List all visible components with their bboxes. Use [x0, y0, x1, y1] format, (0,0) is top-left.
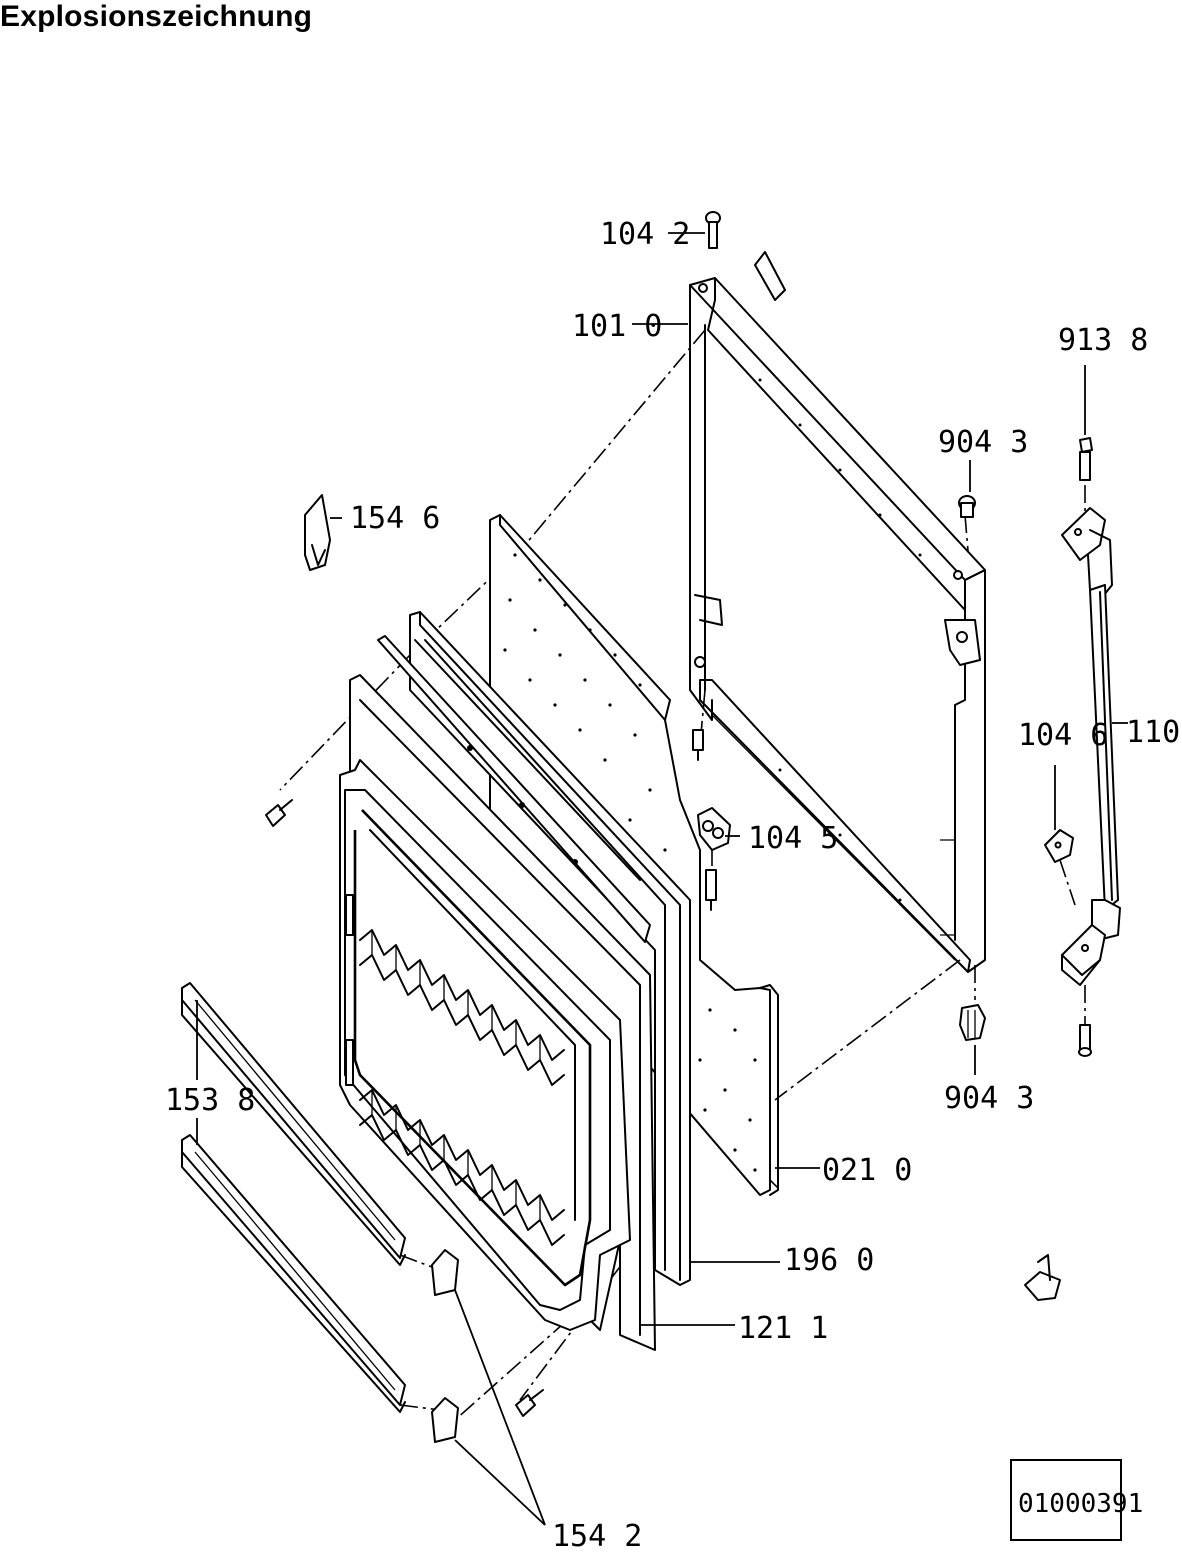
callout-104-5: 104 5 — [748, 821, 838, 856]
drawing-number-box: 01000391 — [1010, 1459, 1143, 1541]
rear-frame-101-0 — [689, 277, 986, 973]
cap-904-3-bottom — [959, 1004, 986, 1041]
leader-lines — [196, 232, 1128, 1526]
screw-icon — [705, 869, 717, 911]
callout-196-0: 196 0 — [784, 1243, 874, 1278]
callout-110-0: 110 0 — [1126, 715, 1182, 750]
callout-154-2: 154 2 — [552, 1519, 642, 1553]
callout-154-6: 154 6 — [350, 501, 440, 536]
hinge-part-icon — [1024, 1254, 1061, 1301]
screw-icon — [692, 729, 704, 761]
cap-904-3-top — [958, 495, 976, 518]
callout-104-6: 104 6 — [1018, 718, 1108, 753]
trim-strips-153-8 — [181, 982, 406, 1413]
callout-153-8: 153 8 — [165, 1083, 255, 1118]
callout-101-0: 101 0 — [572, 309, 662, 344]
screw-icon — [1079, 437, 1093, 481]
callout-021-0: 021 0 — [822, 1153, 912, 1188]
seal-strip — [377, 635, 651, 943]
callout-104-2: 104 2 — [600, 217, 690, 252]
callout-904-3-top: 904 3 — [938, 425, 1028, 460]
callout-121-1: 121 1 — [738, 1311, 828, 1346]
callout-904-3-bottom: 904 3 — [944, 1081, 1034, 1116]
callout-labels: 104 2 101 0 913 8 904 3 154 6 104 6 110 … — [165, 217, 1182, 1553]
drawing-number: 01000391 — [1018, 1489, 1143, 1519]
screw-icon — [265, 799, 293, 827]
callout-913-8: 913 8 — [1058, 323, 1148, 358]
block-104-6 — [1044, 829, 1074, 863]
hinge-plate-104-5 — [697, 807, 731, 851]
gasket-frame-196-0 — [409, 611, 691, 1286]
screw-icon — [1078, 1024, 1092, 1057]
bracket-154-6 — [304, 494, 331, 571]
screw-icon — [515, 1389, 544, 1417]
inner-door-121-1 — [339, 674, 656, 1351]
screw-icon — [705, 211, 721, 249]
label-plate — [754, 251, 786, 301]
page-title: Explosionszeichnung — [0, 0, 313, 33]
clip-icon — [431, 1249, 459, 1443]
hinge-arm-110-0 — [1061, 507, 1121, 986]
